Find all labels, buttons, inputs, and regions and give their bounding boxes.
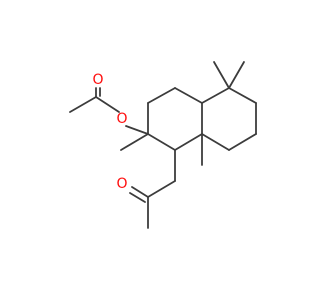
bond-gem-methyl-b (228, 61, 245, 89)
bond-c5-c6 (228, 87, 257, 104)
bond-c8a-c1 (174, 133, 203, 151)
oxygen-label-ester: O (116, 111, 127, 127)
bond-c8-c8a (201, 133, 230, 151)
molecule-structure: O O O (69, 61, 257, 229)
bond-ketone-c-o-double (129, 192, 146, 203)
bond-c1-c2 (147, 133, 176, 151)
oxygen-label-ketone: O (116, 176, 127, 192)
bond-c2-methyl (120, 133, 149, 151)
bond-acetate-c-o (95, 96, 120, 113)
bond-gem-methyl-a (213, 61, 230, 89)
bond-ch2-co (147, 180, 176, 198)
bond-acetate-methyl (69, 96, 97, 113)
bond-c3-c4 (147, 87, 176, 104)
bond-ketone-c-o (131, 186, 149, 198)
bond-ester-o-c2 (125, 125, 149, 135)
bond-c7-c8 (228, 133, 257, 151)
structure-diagram: O O O (69, 61, 257, 229)
bond-c4a-c5 (201, 87, 230, 104)
bond-c4-c4a (174, 87, 203, 104)
oxygen-label-acetate-carbonyl: O (92, 72, 103, 88)
